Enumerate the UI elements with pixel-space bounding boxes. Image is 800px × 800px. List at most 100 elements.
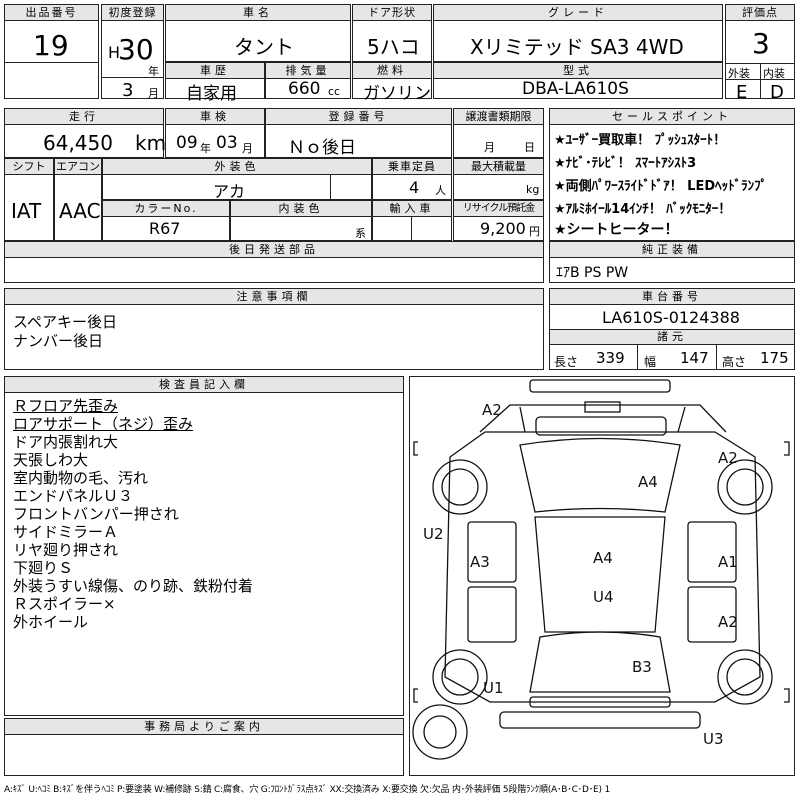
equipment-box: 純正装備 ｴｱB PS PW	[549, 241, 795, 283]
score-ext: E	[736, 82, 748, 103]
dims-length: 339	[596, 349, 625, 367]
damage-mark-10: B3	[632, 658, 652, 676]
inspection-label: 車検	[166, 109, 264, 125]
notes-line-1: スペアキー後日	[13, 313, 117, 331]
grade-label: グレード	[434, 5, 722, 21]
first-reg-month: 3	[122, 80, 134, 101]
inspector-line-10: 下廻りＳ	[13, 559, 74, 577]
office-label: 事務局よりご案内	[5, 719, 403, 735]
damage-mark-12: U3	[703, 730, 724, 748]
shift-label: シフト	[5, 159, 53, 175]
inspector-line-3: ドア内張割れ大	[13, 433, 119, 451]
chassis-label: 車台番号	[550, 289, 794, 305]
office-box: 事務局よりご案内	[4, 718, 404, 776]
mileage-label: 走行	[5, 109, 163, 125]
inspector-label: 検査員記入欄	[5, 377, 403, 393]
inspection-yy: 09	[176, 133, 198, 153]
damage-mark-8: U4	[593, 588, 614, 606]
recycle-label: リサイクル預託金	[454, 201, 543, 217]
damage-mark-5: A3	[470, 553, 490, 571]
lot-value: 19	[33, 29, 69, 62]
dims-width-label: 幅	[644, 355, 657, 369]
car-name-label: 車名	[166, 5, 350, 21]
recycle-box: リサイクル預託金 9,200 円	[453, 200, 544, 241]
history-box: 車歴 自家用	[165, 62, 265, 104]
dims-height: 175	[760, 349, 789, 367]
shift-value: IAT	[11, 199, 42, 223]
max-load-unit: kg	[526, 183, 540, 196]
displacement-label: 排気量	[266, 63, 350, 79]
first-reg-era: H	[108, 43, 121, 62]
inspector-line-5: 室内動物の毛、汚れ	[13, 469, 149, 487]
door-value: 5ハコ	[367, 35, 420, 59]
inspector-line-1: Ｒフロア先歪み	[13, 397, 119, 415]
capacity-box: 乗車定員 4 人	[372, 158, 452, 200]
displacement-box: 排気量 660 cc	[265, 62, 351, 99]
exterior-color-box: 外装色 アカ	[102, 158, 372, 201]
sales-points-box: セールスポイント ★ﾕｰｻﾞｰ買取車！ ﾌﾟｯｼｭｽﾀｰﾄ！ ★ﾅﾋﾞ･ﾃﾚﾋﾞ…	[549, 108, 795, 241]
later-parts-box: 後日発送部品	[4, 241, 544, 283]
recycle-value: 9,200	[480, 219, 526, 238]
inspector-line-7: フロントバンパー押され	[13, 505, 179, 523]
inspector-line-2: ロアサポート（ネジ）歪み	[13, 415, 194, 433]
model-value: DBA-LA610S	[522, 79, 629, 99]
mileage-box: 走行 64,450 km	[4, 108, 167, 158]
reg-no-value: Ｎｏ後日	[288, 138, 356, 158]
damage-mark-3: A4	[638, 473, 658, 491]
aircon-box: エアコン AAC	[54, 158, 102, 241]
history-label: 車歴	[166, 63, 264, 79]
max-load-box: 最大積載量 kg	[453, 158, 544, 200]
sales-point-2: ★ﾅﾋﾞ･ﾃﾚﾋﾞ！ ｽﾏｰﾄｱｼｽﾄ3	[554, 156, 697, 171]
first-reg-year-unit: 年	[148, 65, 159, 78]
first-reg-year: 30	[118, 33, 154, 66]
car-diagram: A2 A2 A4 U2 A3 A4 A1 U4 A2 B3 U1 U3	[412, 379, 790, 760]
lot-label: 出品番号	[5, 5, 98, 21]
legend: A:ｷｽﾞ U:ﾍｺﾐ B:ｷｽﾞを伴うﾍｺﾐ P:要塗装 W:補修跡 S:錆 …	[4, 785, 610, 795]
damage-mark-6: A4	[593, 549, 613, 567]
first-reg-month-unit: 月	[148, 87, 159, 100]
capacity-unit: 人	[435, 184, 446, 197]
inspection-box: 車検 09 年 03 月	[165, 108, 265, 158]
score-ext-label: 外装	[728, 67, 750, 80]
color-no-box: カラーNo. R67	[102, 200, 230, 241]
score-label: 評価点	[726, 5, 794, 21]
capacity-value: 4	[409, 178, 420, 197]
displacement-unit: cc	[328, 85, 341, 98]
inspector-line-6: エンドパネルＵ３	[13, 487, 134, 505]
door-label: ドア形状	[353, 5, 431, 21]
score-value: 3	[752, 27, 770, 60]
grade-value: Xリミテッド SA3 4WD	[470, 35, 684, 59]
mileage-unit: km	[135, 131, 167, 155]
first-reg-box: 初度登録 H 30 年 3 月	[101, 4, 164, 101]
score-box: 評価点 3 外装 内装 E D	[725, 4, 795, 103]
interior-color-unit: 系	[355, 227, 366, 240]
damage-mark-7: A1	[718, 553, 738, 571]
exterior-color-label: 外装色	[103, 159, 371, 175]
equipment-value: ｴｱB PS PW	[556, 265, 629, 281]
inspector-line-12: Ｒスポイラー×	[13, 595, 116, 613]
sales-point-1: ★ﾕｰｻﾞｰ買取車！ ﾌﾟｯｼｭｽﾀｰﾄ！	[554, 133, 727, 148]
aircon-value: AAC	[59, 199, 101, 223]
inspector-line-8: サイドミラーＡ	[13, 523, 119, 541]
mileage-value: 64,450	[43, 131, 113, 155]
inspector-line-9: リヤ廻り押され	[13, 541, 119, 559]
car-name-value: タント	[234, 35, 294, 59]
recycle-unit: 円	[529, 225, 540, 238]
damage-mark-2: A2	[718, 449, 738, 467]
max-load-label: 最大積載量	[454, 159, 543, 175]
car-diagram-box: A2 A2 A4 U2 A3 A4 A1 U4 A2 B3 U1 U3	[409, 376, 795, 776]
import-box: 輸入車	[372, 200, 452, 241]
chassis-box: 車台番号 LA610S-0124388 諸元 長さ 339 幅 147 高さ 1…	[549, 288, 795, 370]
score-int-label: 内装	[763, 67, 785, 80]
transfer-month: 月	[484, 141, 495, 154]
notes-line-2: ナンバー後日	[13, 332, 104, 350]
sales-points-label: セールスポイント	[550, 109, 794, 125]
fuel-value: ガソリン	[363, 84, 431, 104]
sales-point-3: ★両側ﾊﾟﾜｰｽﾗｲﾄﾞﾄﾞｱ！ LEDﾍｯﾄﾞﾗﾝﾌﾟ	[554, 179, 768, 194]
first-reg-label: 初度登録	[102, 5, 163, 21]
damage-mark-9: A2	[718, 613, 738, 631]
color-no-value: R67	[149, 219, 181, 238]
inspection-mm-unit: 月	[242, 142, 253, 155]
later-parts-label: 後日発送部品	[5, 242, 543, 258]
inspector-line-13: 外ホイール	[13, 613, 89, 631]
